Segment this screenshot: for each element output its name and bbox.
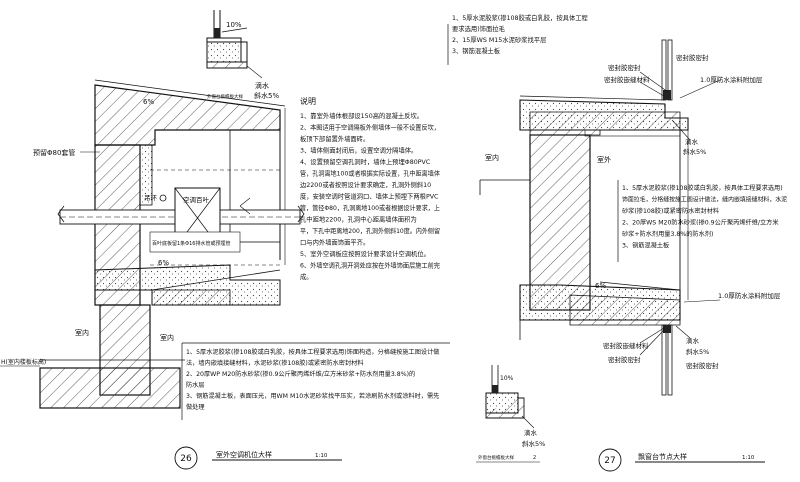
text-line: 法，墙内嵌填接缝材料，水泥砂浆(掺108胶)或紧密防水密封材料 [186, 359, 364, 367]
left-top-small-detail: 10% 滴水 斜水5% 外窗台挑檐板大样 [206, 10, 279, 100]
right-label-sealant-top-2: 密封胶密封 [676, 53, 709, 62]
text-line: 1、5厚水泥胶浆(掺108胶或白乳胶，按具体工程要求选用)饰面构造，分格缝按施工… [186, 348, 439, 356]
right-label-drip-bottom: 滴水 [686, 336, 700, 345]
text-line: 3、墙体侧面封闭后，设置空调分隔墙体。 [300, 146, 417, 155]
text-line: 6、外墙空调孔洞开洞处应按在外墙饰面层施工前完 [300, 261, 441, 270]
text-line: 板顶下部留置外墙面砖。 [300, 134, 369, 143]
right-small-caption: 外窗台挑檐板大样 [478, 454, 514, 461]
left-slope-top: 6% [143, 98, 154, 106]
text-line: 砂浆+防水剂用量3.8%的防水剂) [622, 230, 713, 238]
right-label-outdoor: 室外 [597, 155, 611, 164]
text-line: 边2200或者按照设计要求确定，孔洞外侧斜10 [300, 180, 431, 189]
left-wall-section [0, 79, 305, 409]
right-small-detail: 10% 滴水 斜水5% 外窗台挑檐板大样 2 [476, 365, 545, 463]
right-label-sealant-top: 密封胶密封 [608, 63, 641, 72]
left-label-bottom-left: H(室内楼板标高) [1, 358, 46, 366]
left-title-block: 26 室外空调机位大样 1:10 [174, 446, 342, 470]
right-label-slope-top: 斜水5% [683, 147, 706, 156]
text-line: 1、5厚水泥胶浆(掺108胶或白乳胶，按具体工程 [452, 13, 589, 22]
text-line: 3、钢筋混凝土板 [622, 242, 669, 250]
text-line: 2、20厚WS M20防水砂浆(掺0.9公斤聚丙烯纤维/立方米 [622, 219, 779, 227]
text-line: 饰面拉毛，分格缝按施工图设计做法，缝内嵌填接缝材料，水泥 [622, 196, 787, 204]
right-circle-num: 27 [604, 456, 615, 466]
text-line: 2、20厚WP M20防水砂浆(掺0.9公斤聚丙烯纤维/立方米砂浆+防水剂用量3… [186, 370, 415, 378]
left-label-indoor-2: 室内 [75, 328, 89, 337]
text-line: 度，安装空调时管道洞口、墙体上预埋下两根PVC [300, 192, 439, 201]
notes-title: 说明 [300, 96, 316, 106]
text-line: 4、设置预留空调孔洞时，墙体上预埋Φ80PVC [300, 157, 431, 166]
left-label-indoor-1: 室内 [160, 333, 174, 342]
left-label-sleeve: 预留Φ80套管 [33, 148, 75, 157]
text-line: 1、5厚水泥胶浆(掺108胶或白乳胶，按具体工程要求选用) [622, 184, 783, 192]
right-mid-callout: 1、5厚水泥胶浆(掺108胶或白乳胶，按具体工程要求选用) 饰面拉毛，分格缝按施工… [617, 180, 787, 262]
right-label-backer-bottom: 密封胶嵌缝材料 [603, 341, 649, 350]
right-title: 飘窗台节点大样 [638, 452, 687, 461]
text-line: 管，孔洞离地100或者根据实际设置，孔中距离墙体 [300, 169, 441, 178]
right-label-backer-top: 密封胶嵌缝材料 [604, 75, 650, 84]
text-line: 2、15厚WS M15水泥砂浆找平层 [452, 35, 546, 44]
left-notes: 说明 1、靠室外墙体根部设150高的混凝土反坎。 2、本图适用于空调隔板外侧墙体一… [300, 96, 441, 281]
right-label-sealant-bottom-2: 密封胶密封 [686, 361, 719, 370]
text-line: 3、钢筋混凝土板，表面压光，用WM M10水泥砂浆找平压实，若涂刷防水剂或涂料时… [186, 392, 439, 400]
right-small-drip: 滴水 [524, 428, 538, 437]
text-line: 防水层 [186, 381, 205, 389]
text-line: 5、室外空调板应按照设计要求设计空调机位。 [300, 249, 430, 258]
text-line: 砂浆(掺108胶)或紧密防水密封材料 [622, 207, 719, 215]
right-small-slope: 斜水5% [522, 439, 545, 448]
right-section [479, 39, 721, 396]
text-line: 管，管径Φ80，孔洞离地100或者根据设计要求，上 [300, 203, 440, 212]
small-caption: 外窗台挑檐板大样 [207, 93, 243, 100]
text-line: 要求选用)饰面拉毛 [452, 24, 506, 33]
right-slope-6: 6% [595, 282, 606, 290]
right-label-slope-bottom: 斜水5% [686, 347, 709, 356]
text-line: 成。 [300, 272, 313, 281]
right-label-waterproof-top: 1.0厚防水涂料附加层 [700, 75, 763, 84]
small-slope2-label: 斜水5% [254, 91, 279, 100]
text-line: 口与内外墙面饰面平齐。 [300, 238, 369, 247]
right-detail: 1、5厚水泥胶浆(掺108胶或白乳胶，按具体工程要求选用)饰面拉毛 2、15厚WS… [447, 13, 787, 472]
right-label-waterproof-bottom: 1.0厚防水涂料附加层 [718, 291, 781, 300]
small-slope-label: 10% [226, 21, 242, 29]
left-label-pipe: 百叶底板留1条Φ16排水管或预埋管 [152, 240, 230, 247]
left-scale: 1:10 [315, 453, 328, 459]
left-callout: 1、5厚水泥胶浆(掺108胶或白乳胶，按具体工程要求选用)饰面构造，分格缝按施工… [181, 342, 450, 420]
text-line: 2、本图适用于空调隔板外侧墙体一般不设置反坎， [300, 123, 440, 132]
left-detail: 10% 滴水 斜水5% 外窗台挑檐板大样 [0, 10, 450, 470]
right-title-block: 27 飘窗台节点大样 1:10 [598, 448, 765, 472]
left-title: 室外空调机位大样 [216, 450, 272, 459]
right-small-scale: 2 [533, 455, 536, 461]
left-label-hook: 吊环 [144, 194, 158, 202]
left-circle-num: 26 [180, 454, 192, 464]
text-line: 孔中距地2200，孔洞中心距离墙体面积为 [300, 215, 417, 224]
right-small-slope-top: 10% [500, 375, 514, 382]
right-label-indoor: 室内 [485, 153, 499, 162]
small-drip-label: 滴水 [255, 81, 269, 90]
right-scale: 1:10 [742, 455, 755, 461]
text-line: 1、靠室外墙体根部设150高的混凝土反坎。 [300, 111, 423, 120]
text-line: 平，下孔中距离地200，孔洞外侧斜10度。内外侧留 [300, 226, 440, 235]
left-label-ac-hole: 空调百叶 [183, 195, 210, 204]
text-line: 3、钢筋混凝土板 [452, 46, 501, 55]
left-slope-bottom: 6% [158, 259, 169, 267]
right-label-drip-top: 滴水 [685, 137, 699, 146]
right-top-callout: 1、5厚水泥胶浆(掺108胶或白乳胶，按具体工程要求选用)饰面拉毛 2、15厚WS… [447, 13, 589, 65]
right-label-sealant-bottom: 密封胶密封 [608, 355, 641, 364]
text-line: 做处理 [186, 403, 205, 411]
